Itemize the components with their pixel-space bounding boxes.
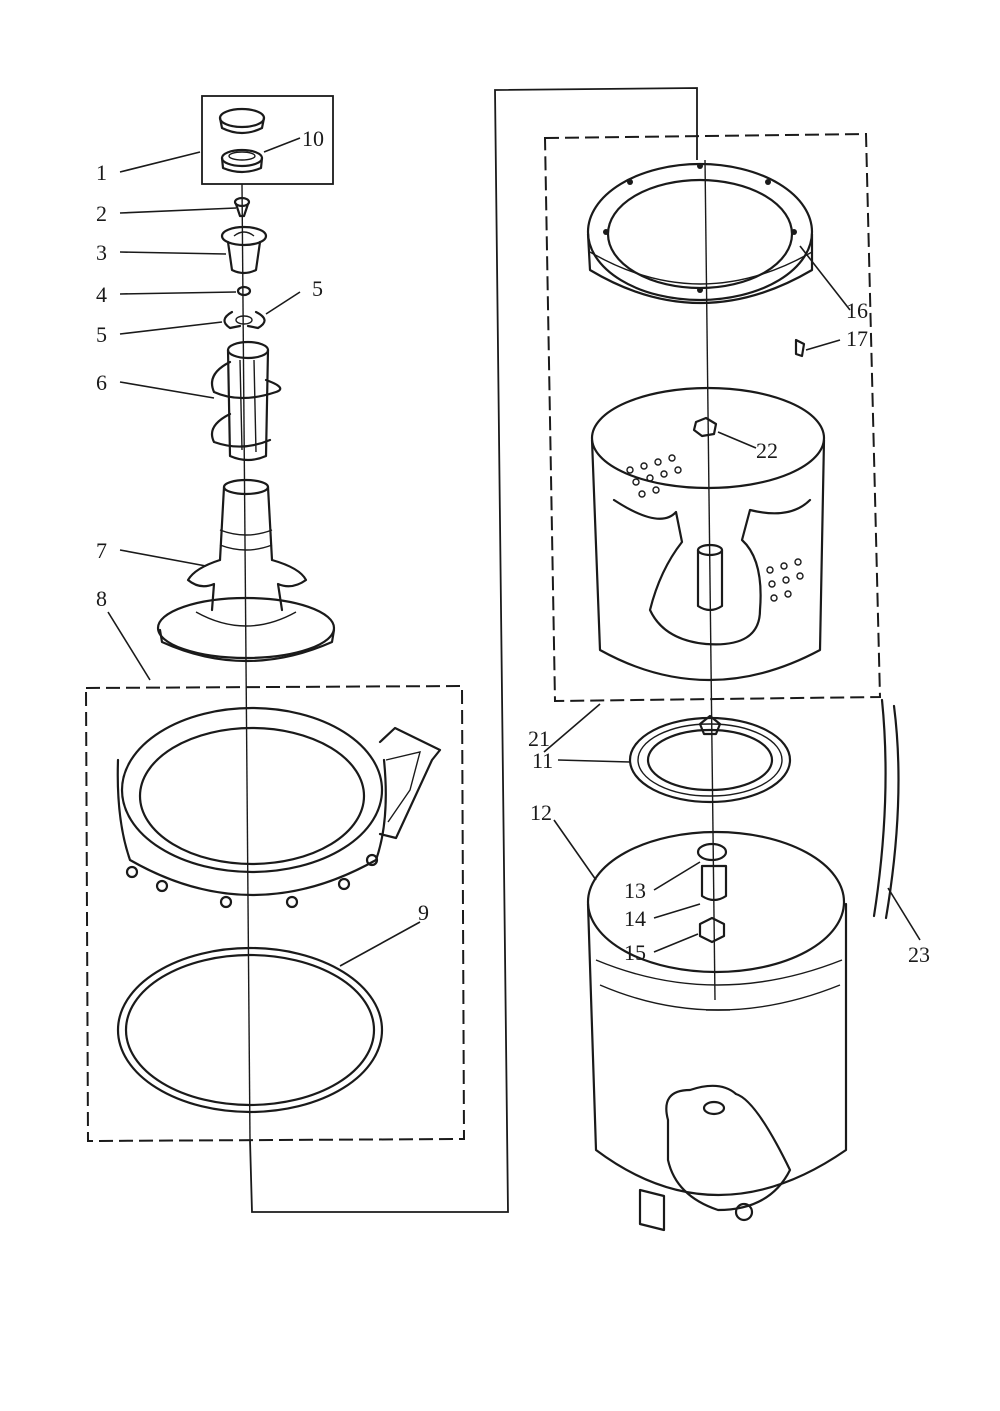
callout-5-left: 5: [96, 322, 107, 347]
callout-11: 11: [532, 748, 553, 773]
part-23-hose: [872, 698, 900, 920]
part-5-dog-ears: [223, 310, 266, 330]
callout-3: 3: [96, 240, 107, 265]
part-10-seal: [220, 148, 264, 174]
callout-16: 16: [846, 298, 868, 323]
part-9-gasket: [116, 946, 384, 1114]
kit-box-1: [201, 95, 334, 185]
part-2-bolt: [233, 196, 251, 218]
callout-22: 22: [756, 438, 778, 463]
part-8-tub-ring: [116, 706, 442, 909]
part-17-screw: [794, 338, 806, 358]
assembly-box-8: [84, 684, 466, 1143]
part-3-dog: [220, 225, 268, 275]
callout-23: 23: [908, 942, 930, 967]
callout-12: 12: [530, 800, 552, 825]
callout-1: 1: [96, 160, 107, 185]
callout-8: 8: [96, 586, 107, 611]
basket-perforations-upper: [626, 454, 682, 498]
callout-7: 7: [96, 538, 107, 563]
assembly-guides: [84, 87, 882, 1213]
callout-15: 15: [624, 940, 646, 965]
callout-6: 6: [96, 370, 107, 395]
part-21-spin-basket: [590, 386, 826, 682]
callout-4: 4: [96, 282, 107, 307]
part-22-nut: [692, 416, 718, 438]
callout-9: 9: [418, 900, 429, 925]
leader-lines: [107, 137, 921, 967]
part-4-washer: [236, 285, 252, 297]
basket-perforations-lower: [766, 558, 804, 602]
assembly-box-21: [543, 132, 882, 703]
callout-labels: 1 2 3 4 5 5 6 7 8 9 10 11 12 13 14 15 16…: [96, 126, 930, 967]
connector-loop: [249, 87, 698, 1213]
callout-17: 17: [846, 326, 868, 351]
callout-10: 10: [302, 126, 324, 151]
callout-5-right: 5: [312, 276, 323, 301]
part-12-outer-tub: [586, 830, 848, 1232]
part-11-brake: [628, 714, 792, 804]
callout-13: 13: [624, 878, 646, 903]
part-16-balance-ring: [586, 162, 814, 305]
part-agitator-cap: [218, 107, 266, 135]
center-axis-right: [704, 159, 716, 1001]
part-6-auger: [210, 340, 282, 462]
callout-2: 2: [96, 201, 107, 226]
callout-14: 14: [624, 906, 646, 931]
callout-21: 21: [528, 726, 550, 751]
part-7-agitator-base: [156, 478, 336, 663]
part-13-14-15-drive-parts: [696, 842, 728, 944]
